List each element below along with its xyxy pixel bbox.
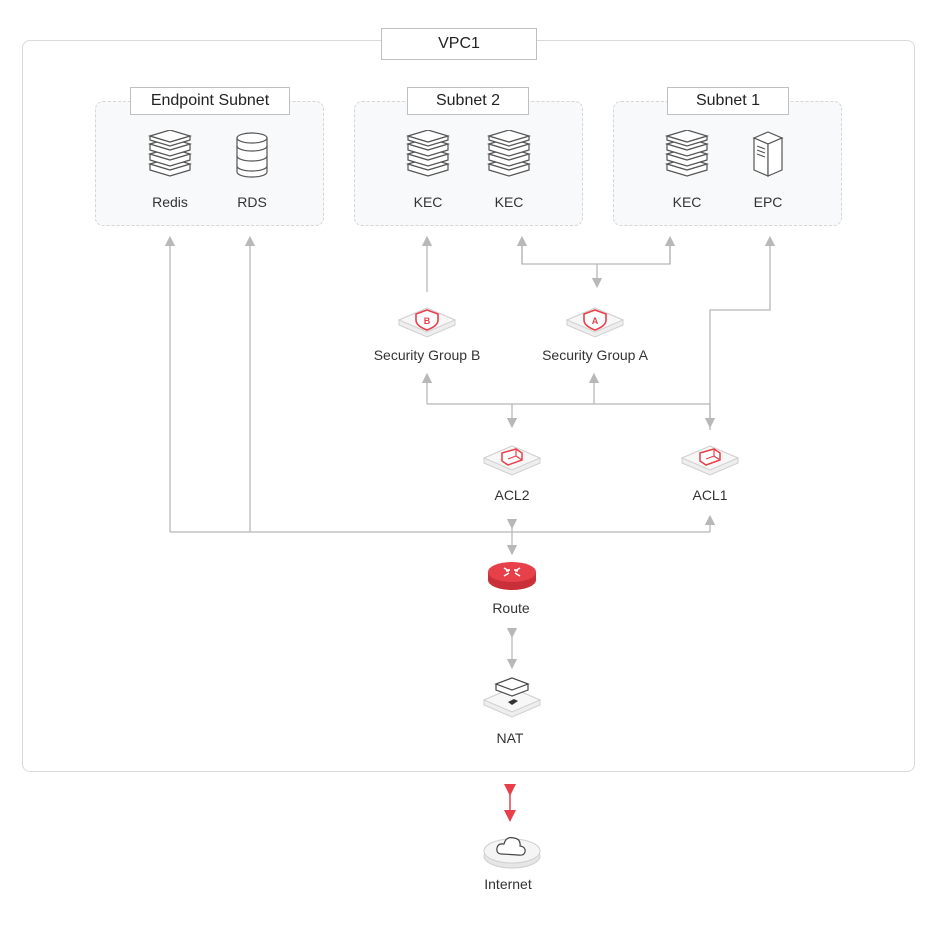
security-group-b-label: Security Group B [373, 347, 481, 363]
acl2-label: ACL2 [494, 487, 530, 503]
endpoint-subnet-title: Endpoint Subnet [130, 87, 290, 115]
redis-server-icon [147, 130, 193, 177]
router-icon [488, 562, 536, 590]
svg-text:A: A [592, 316, 599, 326]
kec-server-icon [405, 130, 451, 177]
kec-label: KEC [672, 194, 702, 210]
security-group-a-label: Security Group A [542, 347, 648, 363]
acl2-icon [482, 445, 542, 476]
physical-server-icon [752, 131, 784, 177]
database-icon [236, 132, 268, 178]
vpc-title: VPC1 [381, 28, 537, 60]
redis-label: Redis [152, 194, 188, 210]
svg-text:B: B [424, 316, 431, 326]
cloud-icon [483, 837, 541, 869]
endpoint-subnet [95, 101, 324, 226]
acl1-label: ACL1 [692, 487, 728, 503]
subnet-2 [354, 101, 583, 226]
kec-label: KEC [494, 194, 524, 210]
security-group-a-icon: A [565, 307, 625, 338]
subnet-1 [613, 101, 842, 226]
line-acl1-epc [709, 235, 776, 430]
kec-server-icon [486, 130, 532, 177]
internet-label: Internet [484, 876, 532, 892]
kec-server-icon [664, 130, 710, 177]
nat-gateway-icon [482, 677, 542, 718]
acl1-icon [680, 445, 740, 476]
nat-label: NAT [496, 730, 524, 746]
kec-label: KEC [413, 194, 443, 210]
route-label: Route [492, 600, 530, 616]
subnet-1-title: Subnet 1 [667, 87, 789, 115]
rds-label: RDS [237, 194, 267, 210]
subnet-2-title: Subnet 2 [407, 87, 529, 115]
epc-label: EPC [753, 194, 783, 210]
security-group-b-icon: B [397, 307, 457, 338]
